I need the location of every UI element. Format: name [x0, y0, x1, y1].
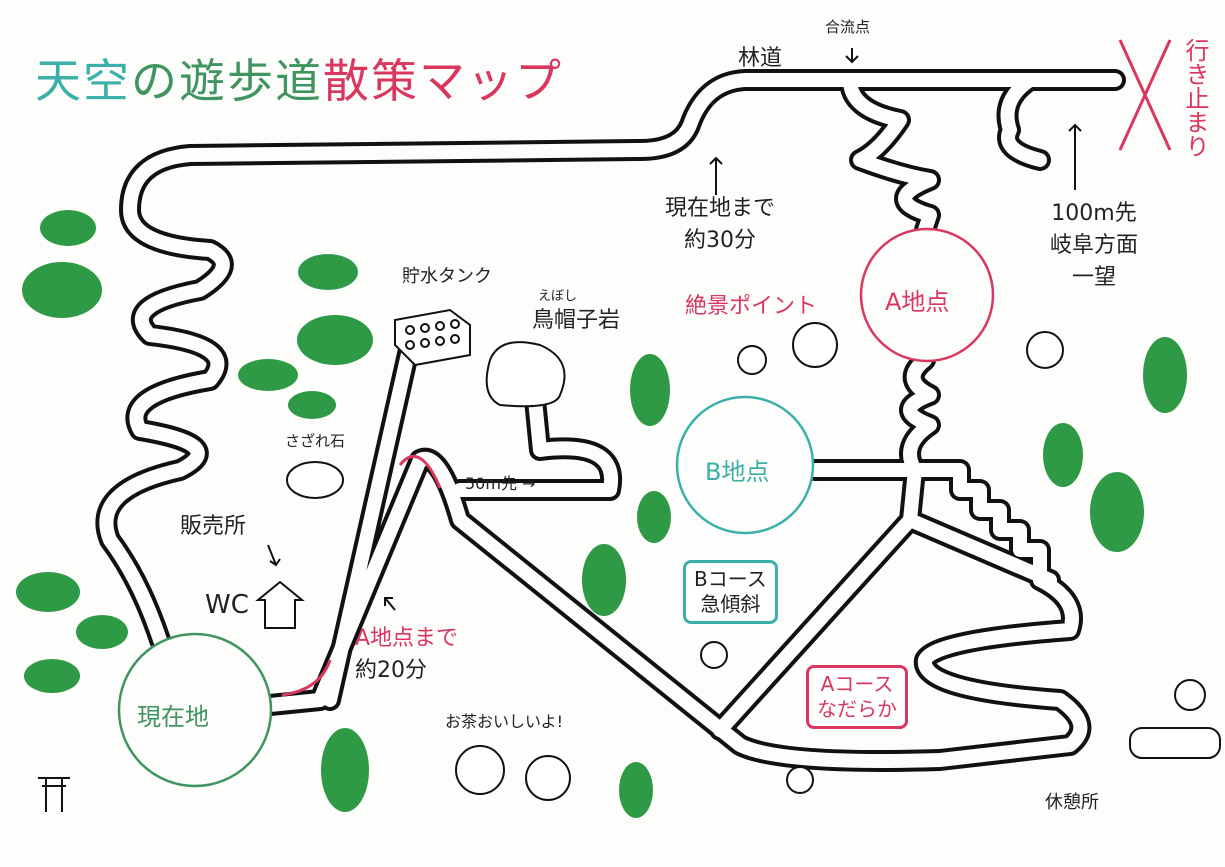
forest-road-label: 林道: [738, 46, 783, 71]
tea-speech: お茶おいしいよ!: [445, 712, 564, 731]
label-line: 約20分: [355, 658, 427, 683]
water-tank-label: 貯水タンク: [402, 266, 492, 287]
eboshi-rock-label: 鳥帽子岩: [532, 308, 621, 333]
course-a-sign: Aコースなだらか: [806, 665, 908, 729]
page-title: 天空の遊歩道散策マップ: [35, 45, 563, 111]
pink-arrow-icon: [281, 454, 442, 697]
title-part: の遊歩道: [131, 54, 323, 108]
junction-label: 合流点: [825, 18, 871, 36]
label-line: 急傾斜: [700, 592, 761, 616]
eboshi-rock-icon: [485, 341, 566, 408]
label-line: Bコース: [694, 567, 767, 591]
rest-area-label: 休憩所: [1045, 792, 1099, 813]
title-part: マップ: [419, 54, 563, 108]
point-a-label: A地点: [885, 288, 950, 316]
arrow-icons: [267, 48, 1082, 611]
course-b-sign: Bコース急傾斜: [683, 560, 778, 624]
label-line: 現在地まで: [665, 196, 776, 221]
scenic-point-label: 絶景ポイント: [685, 294, 818, 319]
label-line: 100m先: [1051, 201, 1137, 226]
shop-label: 販売所: [180, 514, 247, 539]
trees: [16, 210, 1187, 818]
label-line: 岐阜方面: [1050, 233, 1139, 258]
shrine-gate-icon: [38, 777, 70, 812]
label-line: 約30分: [684, 228, 756, 253]
point-b-circle: [675, 395, 815, 535]
point-a-circle: [859, 227, 995, 363]
sazare-stone-label: さざれ石: [285, 432, 346, 450]
title-part: 天空: [35, 54, 131, 108]
label-line: Aコース: [820, 672, 894, 696]
label-line: 一望: [1072, 265, 1117, 290]
people-illustrations: [455, 322, 1221, 801]
sazare-stone-icon: [286, 461, 344, 499]
dead-end-x-icon: [1118, 39, 1172, 151]
point-b-label: B地点: [705, 458, 770, 486]
ahead-50m-label: 50m先 →: [465, 474, 536, 493]
viewpoint-gifu-label: 100m先岐阜方面一望: [1050, 195, 1138, 291]
current-location-circle: [117, 632, 273, 788]
to-current-30-label: 現在地まで約30分: [665, 190, 775, 254]
dead-end-label: 行き止まり: [1181, 38, 1209, 158]
label-line: A地点まで: [355, 626, 459, 651]
eboshi-ruby: えぼし: [538, 289, 578, 304]
current-location-label: 現在地: [137, 703, 209, 731]
shop-house-icon: [255, 580, 305, 629]
label-line: なだらか: [817, 697, 897, 721]
title-part: 散策: [323, 54, 419, 108]
wc-label: WC: [205, 590, 249, 620]
trail-roads: [95, 69, 1126, 772]
to-a-20-label: A地点まで約20分: [355, 620, 458, 684]
water-tank-icon: [394, 308, 471, 367]
